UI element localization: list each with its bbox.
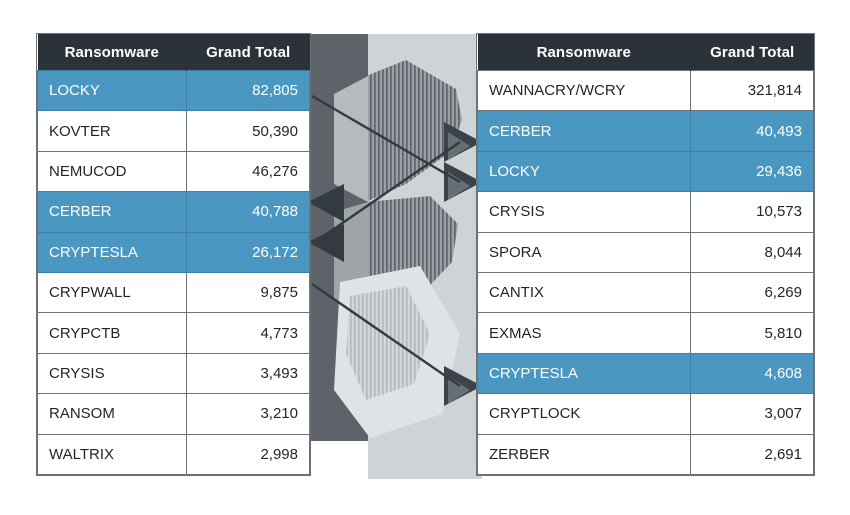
cell-ransomware-name: CRYSIS — [477, 191, 691, 233]
cell-grand-total: 4,773 — [186, 312, 310, 354]
cell-ransomware-name: KOVTER — [37, 110, 187, 152]
cell-grand-total: 2,998 — [186, 433, 310, 475]
table-left-header-row: Ransomware Grand Total — [37, 34, 310, 71]
cell-grand-total: 3,493 — [186, 352, 310, 395]
column-header-ransomware[interactable]: Ransomware — [477, 34, 691, 71]
cell-ransomware-name: EXMAS — [477, 312, 691, 354]
cell-grand-total: 321,814 — [690, 69, 814, 112]
table-right-header: Ransomware Grand Total — [477, 34, 814, 71]
cell-ransomware-name: CERBER — [37, 191, 187, 233]
cell-grand-total: 50,390 — [186, 110, 310, 152]
cell-grand-total: 5,810 — [690, 312, 814, 354]
cell-grand-total: 29,436 — [690, 150, 814, 193]
cell-grand-total: 46,276 — [186, 150, 310, 193]
cell-grand-total: 2,691 — [690, 433, 814, 475]
cell-ransomware-name: CRYPTESLA — [37, 231, 187, 273]
cell-ransomware-name: SPORA — [477, 231, 691, 273]
cell-ransomware-name: WALTRIX — [37, 433, 187, 475]
cell-ransomware-name: CRYSIS — [37, 352, 187, 395]
cell-grand-total: 3,007 — [690, 393, 814, 435]
cell-ransomware-name: CANTIX — [477, 271, 691, 314]
cell-ransomware-name: CRYPTLOCK — [477, 393, 691, 435]
cell-grand-total: 3,210 — [186, 393, 310, 435]
cell-grand-total: 26,172 — [186, 231, 310, 273]
cell-ransomware-name: CRYPTESLA — [477, 352, 691, 395]
cell-grand-total: 40,788 — [186, 191, 310, 233]
cell-ransomware-name: ZERBER — [477, 433, 691, 475]
cell-grand-total: 10,573 — [690, 191, 814, 233]
transition-arrows-graphic — [310, 34, 482, 479]
cell-ransomware-name: WANNACRY/WCRY — [477, 69, 691, 112]
cell-ransomware-name: RANSOM — [37, 393, 187, 435]
cell-ransomware-name: CRYPWALL — [37, 271, 187, 314]
cell-ransomware-name: LOCKY — [37, 69, 187, 112]
column-header-grand-total[interactable]: Grand Total — [186, 34, 310, 71]
cell-ransomware-name: CRYPCTB — [37, 312, 187, 354]
cell-grand-total: 8,044 — [690, 231, 814, 273]
cell-ransomware-name: NEMUCOD — [37, 150, 187, 193]
cell-ransomware-name: CERBER — [477, 110, 691, 152]
cell-grand-total: 6,269 — [690, 271, 814, 314]
cell-ransomware-name: LOCKY — [477, 150, 691, 193]
cell-grand-total: 9,875 — [186, 271, 310, 314]
cell-grand-total: 40,493 — [690, 110, 814, 152]
table-left-header: Ransomware Grand Total — [37, 34, 310, 71]
cell-grand-total: 4,608 — [690, 352, 814, 395]
column-header-grand-total[interactable]: Grand Total — [690, 34, 814, 71]
cell-grand-total: 82,805 — [186, 69, 310, 112]
column-header-ransomware[interactable]: Ransomware — [37, 34, 187, 71]
table-right-header-row: Ransomware Grand Total — [477, 34, 814, 71]
